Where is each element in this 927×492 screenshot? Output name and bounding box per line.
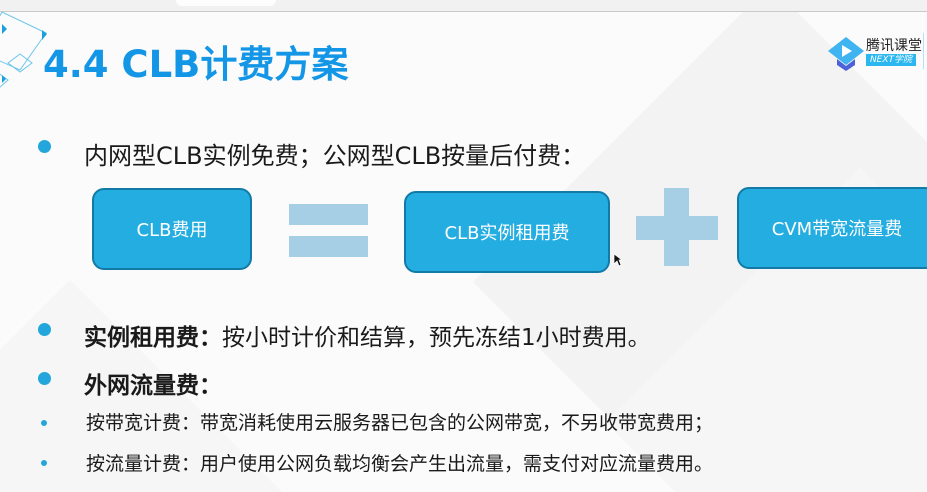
logo-brand-text: 腾讯课堂 (866, 38, 922, 54)
logo: 腾讯课堂 NEXT学院 (826, 31, 927, 77)
mouse-cursor-icon (613, 253, 623, 267)
play-cap-logo-icon (828, 37, 864, 71)
bullet-dot-icon (38, 140, 51, 153)
formula-box-clb-cost: CLB费用 (92, 188, 252, 270)
bullet-traffic-fee: 外网流量费： (84, 366, 222, 400)
bullet-dot-icon (38, 323, 51, 336)
plus-icon (664, 188, 689, 266)
slide: 4.4 CLB计费方案 腾讯课堂 NEXT学院 内网型CLB实例免费；公网型CL… (0, 12, 927, 492)
bullet-heading: 外网流量费： (84, 373, 222, 399)
equals-icon (289, 204, 368, 225)
browser-top-bar (0, 0, 927, 12)
formula-box-label: CLB费用 (136, 220, 208, 241)
formula-box-cvm-bandwidth: CVM带宽流量费 (737, 187, 927, 269)
page-title: 4.4 CLB计费方案 (43, 43, 349, 86)
bullet-body: 按小时计价和结算，预先冻结1小时费用。 (222, 325, 651, 351)
sub-bullet-bandwidth: 按带宽计费：带宽消耗使用云服务器已包含的公网带宽，不另收带宽费用； (86, 412, 714, 434)
logo-sub-text: NEXT学院 (866, 54, 916, 66)
browser-tab-edge (176, 0, 276, 6)
formula-box-instance-rent: CLB实例租用费 (404, 191, 610, 273)
formula-box-label: CVM带宽流量费 (771, 219, 903, 240)
formula-box-label: CLB实例租用费 (444, 223, 570, 244)
bullet-heading: 实例租用费： (84, 325, 222, 351)
sub-bullet-dot-icon (41, 460, 47, 466)
diamond-decoration-icon (0, 12, 47, 88)
equals-icon (289, 236, 368, 257)
bullet-instance-rent: 实例租用费：按小时计价和结算，预先冻结1小时费用。 (84, 318, 651, 352)
sub-bullet-traffic: 按流量计费：用户使用公网负载均衡会产生出流量，需支付对应流量费用。 (86, 453, 714, 475)
sub-bullet-dot-icon (41, 420, 47, 426)
logo-divider (923, 33, 924, 69)
intro-text: 内网型CLB实例免费；公网型CLB按量后付费： (84, 142, 586, 170)
bullet-dot-icon (38, 372, 51, 385)
